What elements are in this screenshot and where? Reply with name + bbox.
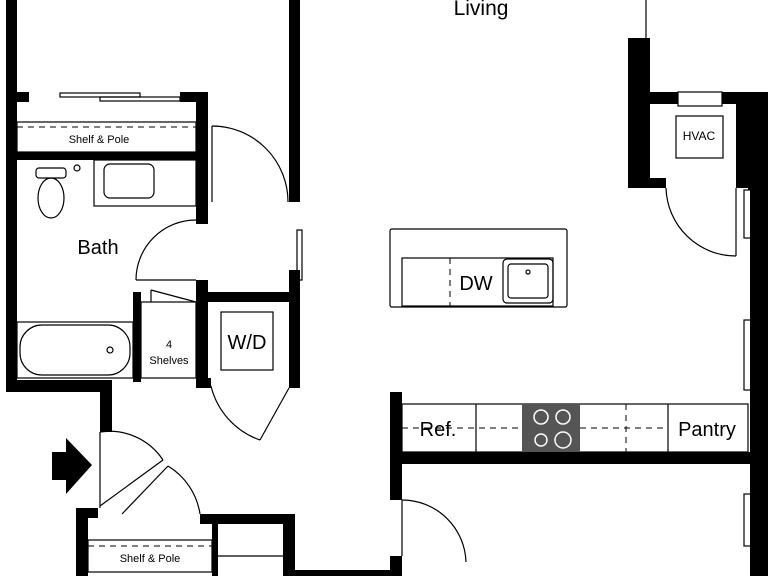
hvac-label: HVAC [683,129,716,143]
shelves-word-label: Shelves [149,355,189,367]
room-label-bath: Bath [77,237,118,259]
room-label-living: Living [454,0,509,20]
labels: Living Shelf & Pole Bath 4 Shelves W/D D… [69,0,736,565]
shelf-pole-label-bottom: Shelf & Pole [120,553,181,565]
refrigerator-label: Ref. [420,419,457,441]
room-label-pantry: Pantry [678,419,736,441]
walls [6,0,768,576]
dishwasher-label: DW [459,273,492,295]
fixture-lines [16,0,753,573]
washer-dryer-label: W/D [228,332,267,354]
shelf-pole-label-top: Shelf & Pole [69,134,130,146]
shelves-count-label: 4 [166,339,172,351]
